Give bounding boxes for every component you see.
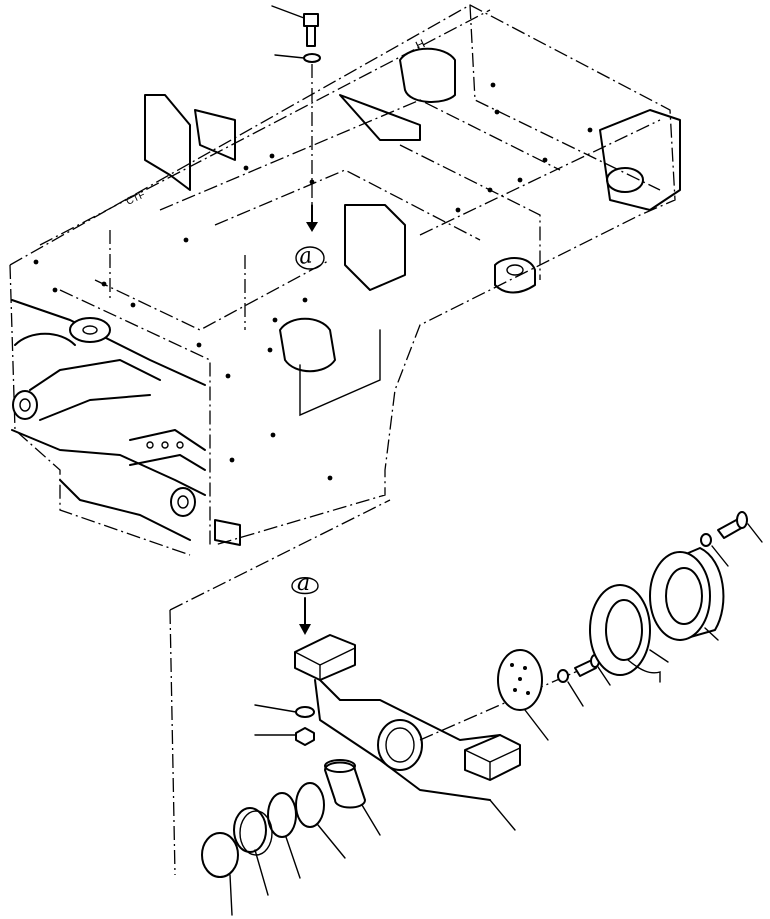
main-frame: H CTF [9, 4, 681, 556]
small-washer [557, 669, 569, 683]
pivot-boss-right [170, 487, 196, 517]
frame-mark-side: CTF [125, 190, 147, 208]
bolt-head [303, 13, 319, 27]
pivot-boss-left [12, 390, 38, 420]
washer [303, 53, 321, 63]
bearing-bore [377, 719, 423, 771]
axle-support-bracket [294, 634, 581, 801]
lower-washer [295, 706, 315, 718]
right-side-parts [497, 511, 748, 711]
top-bolt-assembly [271, 5, 321, 232]
cover-washer [700, 533, 712, 547]
bushing-set [201, 759, 366, 878]
nut [295, 727, 315, 746]
mount-plate [69, 317, 111, 343]
callout-leaders [229, 523, 763, 916]
